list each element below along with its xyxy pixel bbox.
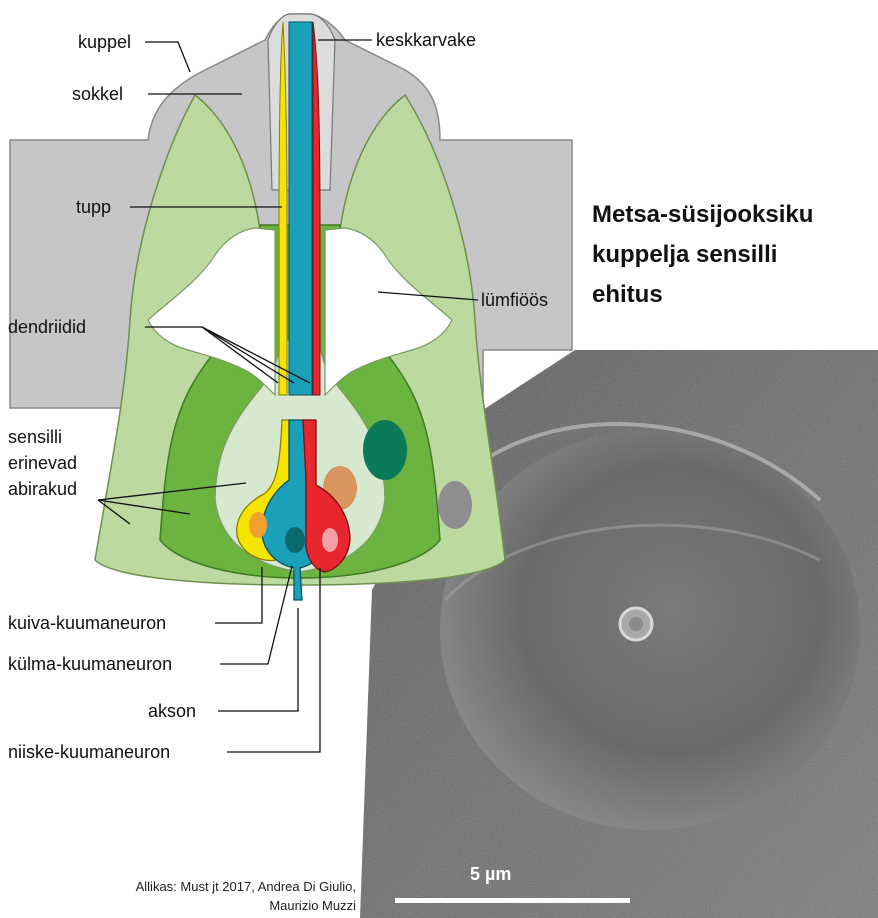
source-credit: Allikas: Must jt 2017, Andrea Di Giulio,… xyxy=(136,879,356,913)
label-tupp: tupp xyxy=(76,197,111,217)
label-keskkarvake: keskkarvake xyxy=(376,30,476,50)
label-kuppel: kuppel xyxy=(78,32,131,52)
neuron-dendrites xyxy=(279,22,320,395)
label-akson: akson xyxy=(148,701,196,721)
label-lumfioos: lümfiöös xyxy=(481,290,548,310)
title-line-3: ehitus xyxy=(592,281,663,308)
label-abirakud-3: abirakud xyxy=(8,479,77,499)
source-line-2: Maurizio Muzzi xyxy=(269,898,356,913)
label-sokkel: sokkel xyxy=(72,84,123,104)
nucleus-green xyxy=(363,420,407,480)
dry-neuron-nucleus xyxy=(249,512,267,538)
label-abirakud-2: erinevad xyxy=(8,453,77,473)
cold-neuron-nucleus xyxy=(285,527,305,553)
scale-bar-label: 5 µm xyxy=(470,864,511,884)
label-kulma: külma-kuumaneuron xyxy=(8,654,172,674)
title-line-1: Metsa-süsijooksiku xyxy=(592,201,813,228)
label-kuiva: kuiva-kuumaneuron xyxy=(8,613,166,633)
label-abirakud-1: sensilli xyxy=(8,427,62,447)
figure-title: Metsa-süsijooksiku kuppelja sensilli ehi… xyxy=(592,201,813,308)
label-niiske: niiske-kuumaneuron xyxy=(8,742,170,762)
moist-neuron-nucleus xyxy=(322,528,338,552)
title-line-2: kuppelja sensilli xyxy=(592,241,777,268)
label-dendriidid: dendriidid xyxy=(8,317,86,337)
nucleus-gray xyxy=(438,481,472,529)
source-line-1: Allikas: Must jt 2017, Andrea Di Giulio, xyxy=(136,879,356,894)
